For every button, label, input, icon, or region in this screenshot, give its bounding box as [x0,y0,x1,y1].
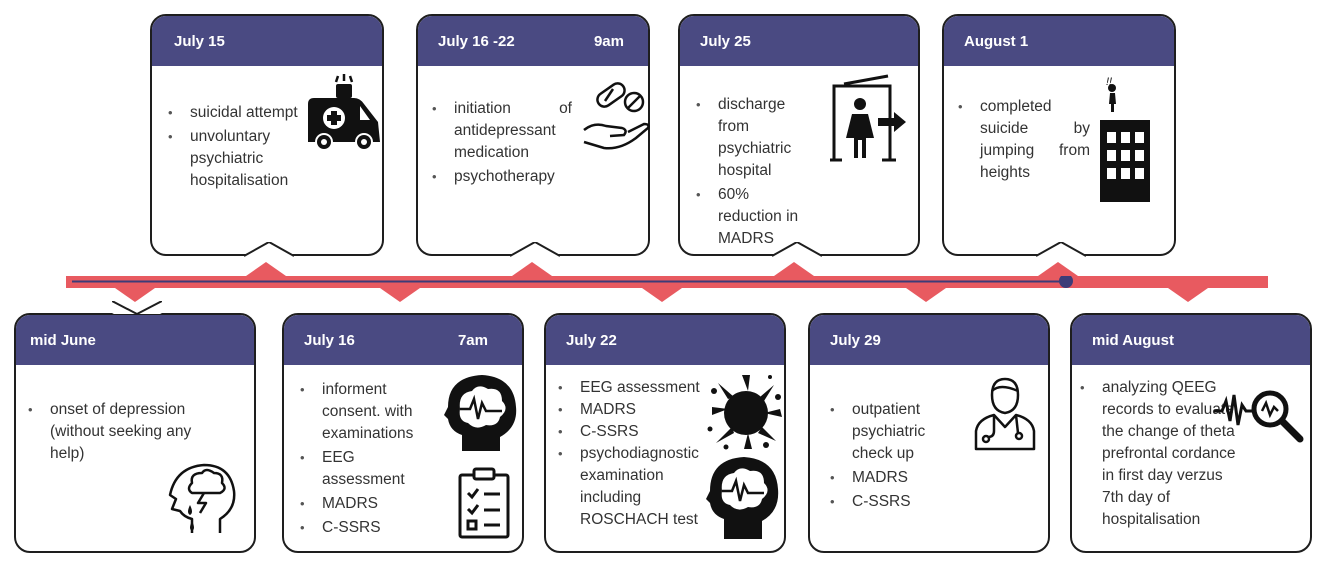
event-date: July 29 [830,332,881,349]
list-item: psychodiagnostic examination including R… [558,443,720,531]
magnifier-wave-icon [1214,390,1304,443]
event-items: onset of depression (without seeking any… [28,399,228,465]
event-items: outpatient psychiatric check up MADRS C-… [830,399,940,513]
card-header: July 22 [546,315,784,365]
event-date: July 15 [174,33,225,50]
event-date: July 16 -22 [438,33,515,50]
inkblot-icon [707,375,782,450]
timeline-pointer [380,288,420,302]
card-header: mid June [16,315,254,365]
card-header: July 29 [810,315,1048,365]
distressed-head-icon [168,463,236,533]
event-items: initiation of antidepressant medication … [432,98,572,188]
timeline-end-marker [1059,274,1073,288]
list-item: MADRS [558,399,718,421]
alarm-marks: !! [1106,76,1113,88]
card-header: July 16 7am [284,315,522,365]
list-item: EEG assessment [558,377,718,399]
brain-eeg-icon [706,457,779,539]
list-item: 60% reduction in MADRS [696,184,808,250]
event-items: analyzing QEEG records to evaluate the c… [1080,377,1240,531]
event-items: informent consent. with examinations EEG… [300,379,440,539]
list-item: suicidal attempt [168,102,318,124]
list-item: analyzing QEEG records to evaluate the c… [1080,377,1242,531]
timeline-pointer [1168,288,1208,302]
event-card-july-22: July 22 EEG assessment MADRS C-SSRS psyc… [544,313,786,553]
event-card-mid-august: mid August analyzing QEEG records to eva… [1070,313,1312,553]
event-items: discharge from psychiatric hospital 60% … [696,94,808,250]
timeline-pointer [246,262,286,276]
building-jump-icon: !! [1096,74,1166,222]
event-card-july-15: July 15 suicidal attempt unvoluntary psy… [150,14,384,257]
list-item: discharge from psychiatric hospital [696,94,808,182]
event-card-july-25: July 25 discharge from psychiatric hospi… [678,14,920,257]
timeline-pointer [1038,262,1078,276]
list-item: C-SSRS [830,491,940,513]
list-item: MADRS [830,467,940,489]
pills-hand-icon [583,82,650,150]
card-pointer [112,301,162,316]
timeline-pointer [642,288,682,302]
card-pointer [510,242,560,257]
ambulance-icon [308,74,380,151]
event-card-july-29: July 29 outpatient psychiatric check up … [808,313,1050,553]
event-time: 7am [457,332,488,349]
list-item: EEG assessment [300,447,440,491]
card-header: July 25 [680,16,918,66]
timeline-pointer [512,262,552,276]
clipboard-checklist-icon [458,467,510,539]
list-item: initiation of antidepressant medication [432,98,572,164]
card-header: August 1 [944,16,1174,66]
event-items: EEG assessment MADRS C-SSRS psychodiagno… [558,377,718,531]
event-card-mid-june: mid June onset of depression (without se… [14,301,256,553]
exit-door-icon [830,74,906,162]
card-header: July 15 [152,16,382,66]
timeline-pointer [774,262,814,276]
event-time: 9am [593,33,624,50]
timeline-pointer [906,288,946,302]
list-item: C-SSRS [558,421,718,443]
event-card-august-1: August 1 completed suicide by jumping fr… [942,14,1176,257]
card-pointer [1036,242,1086,257]
card-header: July 16 -22 9am [418,16,648,66]
doctor-icon [974,377,1036,451]
brain-eeg-icon [444,375,517,451]
event-date: August 1 [964,33,1029,50]
list-item: completed suicide by jumping from height… [958,96,1090,184]
list-item: psychotherapy [432,166,572,188]
list-item: onset of depression (without seeking any… [28,399,228,465]
card-pointer [244,242,294,257]
event-card-july-16-22: July 16 -22 9am initiation of antidepres… [416,14,650,257]
list-item: informent consent. with examinations [300,379,440,445]
event-date: mid August [1092,332,1174,349]
event-date: mid June [30,332,96,349]
event-card-july-16: July 16 7am informent consent. with exam… [282,313,524,553]
card-pointer [772,242,822,257]
list-item: MADRS [300,493,440,515]
timeline-pointer [115,288,155,302]
event-items: completed suicide by jumping from height… [958,96,1090,184]
event-date: July 22 [566,332,617,349]
event-date: July 25 [700,33,751,50]
list-item: unvoluntary psychiatric hospitalisation [168,126,318,192]
event-date: July 16 [304,332,355,349]
event-items: suicidal attempt unvoluntary psychiatric… [168,102,318,192]
card-header: mid August [1072,315,1310,365]
list-item: C-SSRS [300,517,440,539]
list-item: outpatient psychiatric check up [830,399,940,465]
